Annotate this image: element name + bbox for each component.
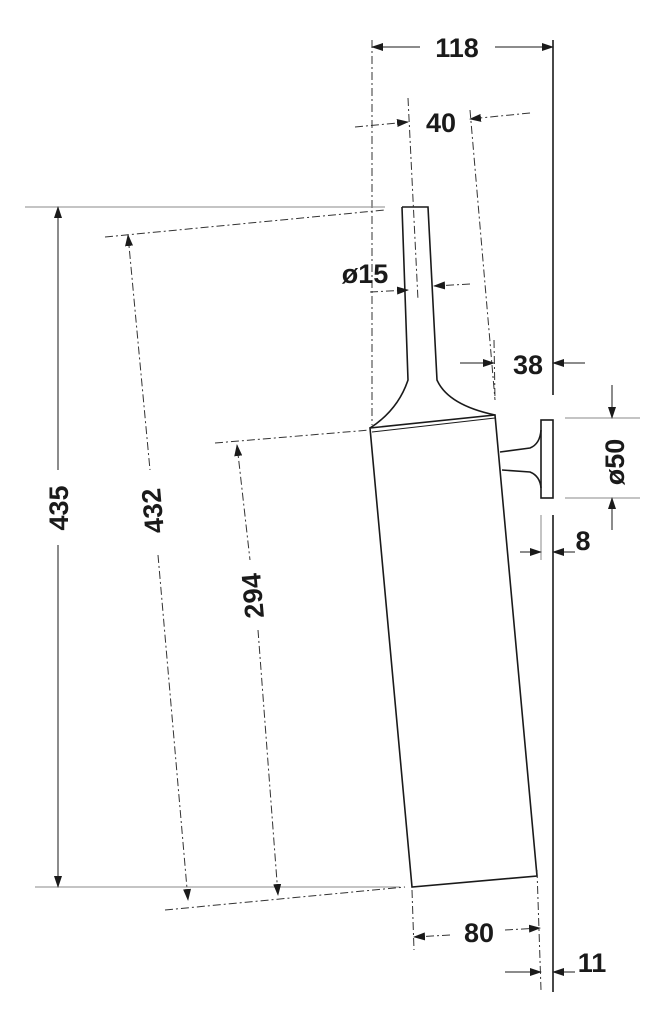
holder-body: [369, 414, 538, 888]
wall-mount: [499, 429, 542, 489]
dim-435: 435: [44, 485, 74, 530]
dim-432: 432: [136, 487, 170, 535]
dim-118: 118: [435, 33, 479, 63]
dim-294: 294: [236, 572, 270, 620]
dim-80: 80: [464, 918, 494, 948]
dim-40: 40: [426, 108, 456, 138]
mount-plate: [540, 419, 554, 499]
brush-handle: [369, 206, 496, 429]
dim-mount-diameter: ø50: [600, 439, 630, 486]
dim-8: 8: [575, 526, 590, 556]
dim-11: 11: [578, 948, 607, 978]
dim-handle-diameter: ø15: [342, 259, 389, 289]
dim-38: 38: [513, 350, 543, 380]
